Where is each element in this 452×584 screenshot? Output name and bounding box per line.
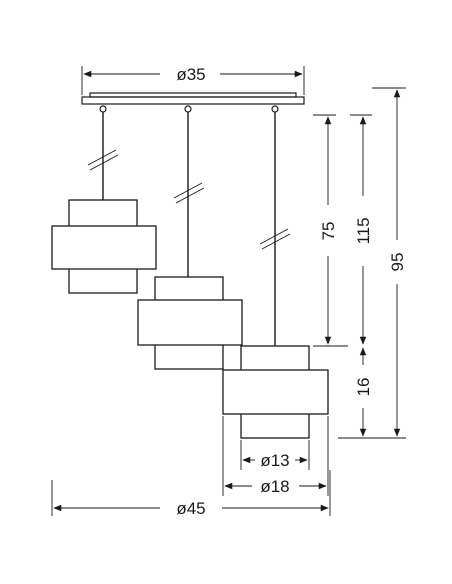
shade-left xyxy=(51,199,157,294)
dim-canopy-width: ø35 xyxy=(81,65,305,95)
ceiling-canopy xyxy=(81,92,305,105)
dim-total-width: ø45 xyxy=(51,470,331,518)
canopy-width-label: ø35 xyxy=(176,65,205,84)
cord-left xyxy=(87,105,119,200)
cord-right xyxy=(259,105,291,346)
shade-right xyxy=(222,345,329,439)
height-short-label: 75 xyxy=(319,222,338,241)
shade-middle xyxy=(137,276,243,370)
dim-height-short: 75 xyxy=(313,114,348,347)
inner-diameter-label: ø13 xyxy=(260,451,289,470)
dim-shade-height: 16 xyxy=(338,347,373,439)
shade-height-label: 16 xyxy=(354,378,373,397)
dim-outer-diameter: ø18 xyxy=(222,416,329,496)
dim-height-total: 95 xyxy=(372,87,407,439)
dim-height-mid: 115 xyxy=(350,114,373,345)
total-width-label: ø45 xyxy=(176,499,205,518)
height-total-label: 95 xyxy=(388,253,407,272)
cord-middle xyxy=(173,105,205,277)
height-mid-label: 115 xyxy=(354,217,373,244)
dim-inner-diameter: ø13 xyxy=(240,440,310,470)
outer-diameter-label: ø18 xyxy=(260,477,289,496)
